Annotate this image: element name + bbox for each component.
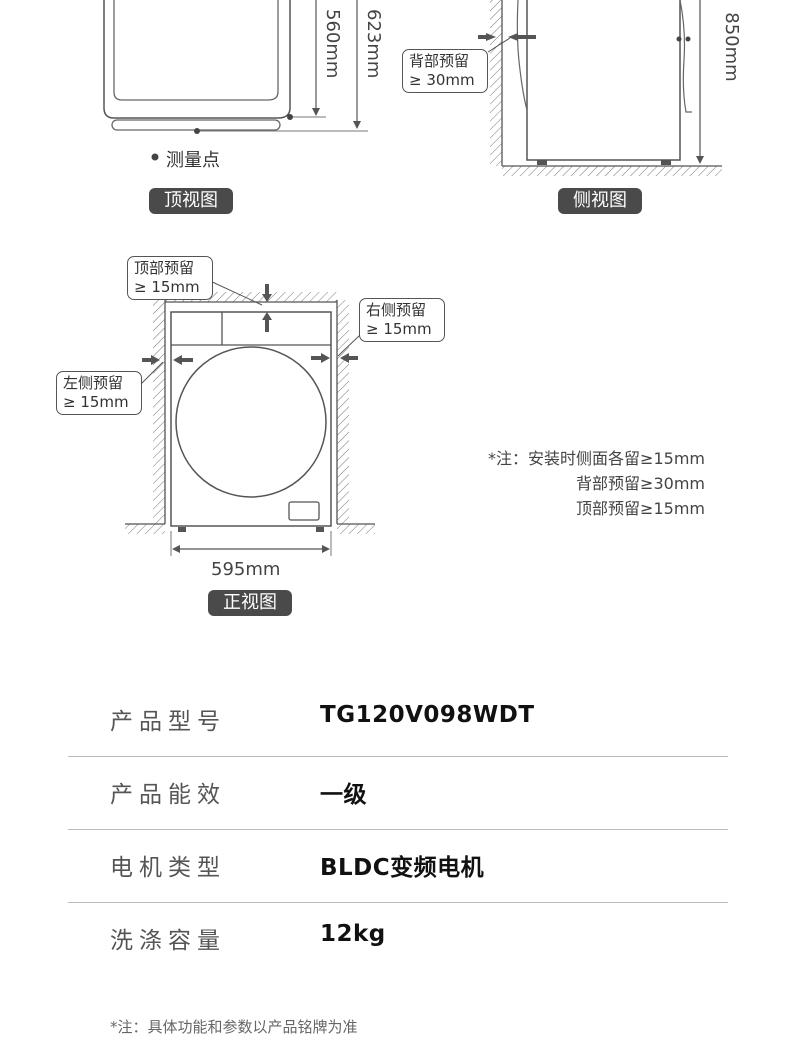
spec-row-energy: 产品能效 一级 [68,757,728,830]
back-clearance-callout: 背部预留 ≥ 30mm [402,49,488,93]
spec-value: 12kg [320,921,386,947]
spec-label: 洗涤容量 [110,928,226,954]
right-clearance-callout: 右侧预留 ≥ 15mm [359,298,445,342]
spec-row-motor: 电机类型 BLDC变频电机 [68,830,728,903]
top-clearance-value: ≥ 15mm [134,278,200,296]
row-divider [68,829,728,830]
right-clearance-title: 右侧预留 [366,301,427,319]
spec-row-model: 产品型号 TG120V098WDT [68,684,728,757]
back-clearance-value: ≥ 30mm [409,71,475,89]
spec-label: 电机类型 [110,855,226,881]
top-clearance-callout: 顶部预留 ≥ 15mm [127,256,213,300]
side-height-dimension: 850mm [721,12,742,82]
spec-label: 产品能效 [110,782,226,808]
back-clearance-title: 背部预留 [409,52,470,70]
left-clearance-callout: 左侧预留 ≥ 15mm [56,371,142,415]
side-view-drawing [478,0,722,176]
spec-value: BLDC变频电机 [320,855,485,881]
spec-value: 一级 [320,782,367,808]
left-clearance-title: 左侧预留 [63,374,124,392]
spec-label: 产品型号 [110,709,226,735]
front-view-caption: 正视图 [208,590,292,616]
top-view-drawing [103,0,368,161]
install-note: *注：安装时侧面各留≥15mm 背部预留≥30mm 顶部预留≥15mm [430,446,705,521]
spec-row-capacity: 洗涤容量 12kg [68,903,728,976]
row-divider [68,756,728,757]
right-clearance-value: ≥ 15mm [366,320,432,338]
measure-point-label: 测量点 [166,150,220,171]
spec-value: TG120V098WDT [320,702,535,728]
front-view-drawing [125,279,375,556]
top-depth-dimension: 560mm [322,9,343,79]
row-divider [68,902,728,903]
install-note-line-1: *注：安装时侧面各留≥15mm [488,449,705,468]
install-note-line-2: 背部预留≥30mm [576,474,705,493]
side-view-caption: 侧视图 [558,188,642,214]
install-note-line-3: 顶部预留≥15mm [576,499,705,518]
footer-note: *注：具体功能和参数以产品铭牌为准 [110,1018,358,1036]
installation-diagrams [103,0,722,556]
top-clearance-title: 顶部预留 [134,259,195,277]
top-view-caption: 顶视图 [149,188,233,214]
top-total-dimension: 623mm [363,9,384,79]
front-width-dimension: 595mm [211,559,281,580]
left-clearance-value: ≥ 15mm [63,393,129,411]
